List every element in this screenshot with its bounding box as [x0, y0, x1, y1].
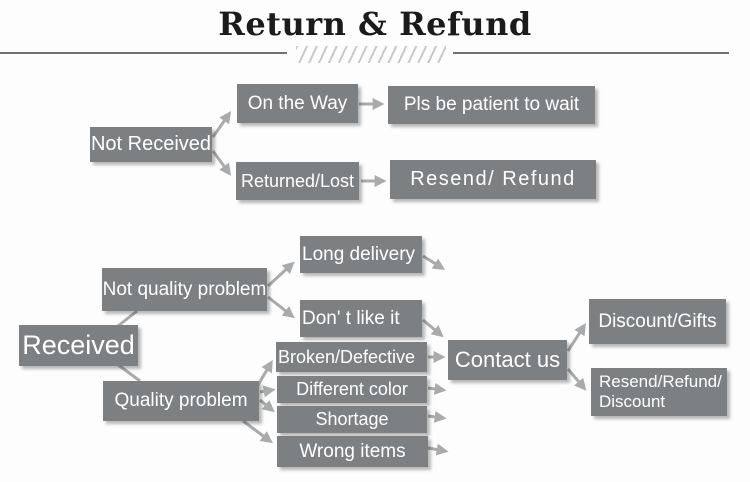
node-dont-like-it: Don' t like it	[300, 300, 422, 337]
connector-dont-like-it-to-contact-us	[422, 318, 444, 338]
connector-not-received-to-on-the-way	[211, 111, 232, 138]
node-not-received: Not Received	[90, 127, 212, 162]
node-different-color: Different color	[277, 376, 427, 403]
node-resend-refund-discount: Resend/Refund/ Discount	[591, 368, 727, 416]
connector-contact-us-to-discount-gifts	[566, 322, 586, 352]
node-contact-us: Contact us	[448, 340, 567, 380]
node-not-quality-problem: Not quality problem	[102, 268, 267, 311]
node-on-the-way: On the Way	[237, 84, 358, 123]
connector-not-received-to-returned-lost	[211, 150, 232, 176]
node-shortage: Shortage	[277, 406, 427, 433]
node-discount-gifts: Discount/Gifts	[589, 299, 726, 344]
connector-received-to-not-quality-problem	[117, 309, 138, 328]
connector-not-quality-to-long-delivery	[266, 261, 295, 288]
connector-contact-us-to-resend-refund-discount	[566, 368, 587, 391]
node-received: Received	[19, 325, 138, 366]
node-quality-problem: Quality problem	[103, 381, 259, 421]
connector-quality-to-wrong-items	[242, 419, 273, 444]
connector-quality-to-different-color	[259, 385, 276, 398]
connector-wrong-items-to-contact-us	[427, 443, 449, 456]
node-wrong-items: Wrong items	[277, 436, 428, 467]
node-resend-refund-discount-line1: Resend/Refund/	[599, 371, 722, 391]
node-long-delivery: Long delivery	[300, 236, 422, 273]
node-resend-refund: Resend/ Refund	[390, 160, 596, 199]
node-pls-be-patient: Pls be patient to wait	[388, 86, 595, 124]
node-resend-refund-discount-line2: Discount	[599, 392, 666, 411]
connector-quality-to-broken-defective	[256, 359, 273, 386]
connector-long-delivery-out	[422, 254, 446, 270]
connector-received-to-quality-problem	[116, 362, 141, 383]
connector-quality-to-shortage	[259, 398, 275, 413]
connector-shortage-to-contact-us	[427, 410, 447, 423]
connector-not-quality-to-dont-like-it	[267, 295, 295, 319]
divider-line-right	[453, 52, 729, 54]
divider-line-left	[0, 52, 287, 54]
divider-hatch-decoration	[296, 46, 446, 63]
node-broken-defective: Broken/Defective	[276, 342, 427, 372]
node-returned-lost: Returned/Lost	[236, 162, 359, 200]
page-title: Return & Refund	[218, 5, 532, 43]
connector-different-color-to-contact-us	[427, 382, 447, 395]
